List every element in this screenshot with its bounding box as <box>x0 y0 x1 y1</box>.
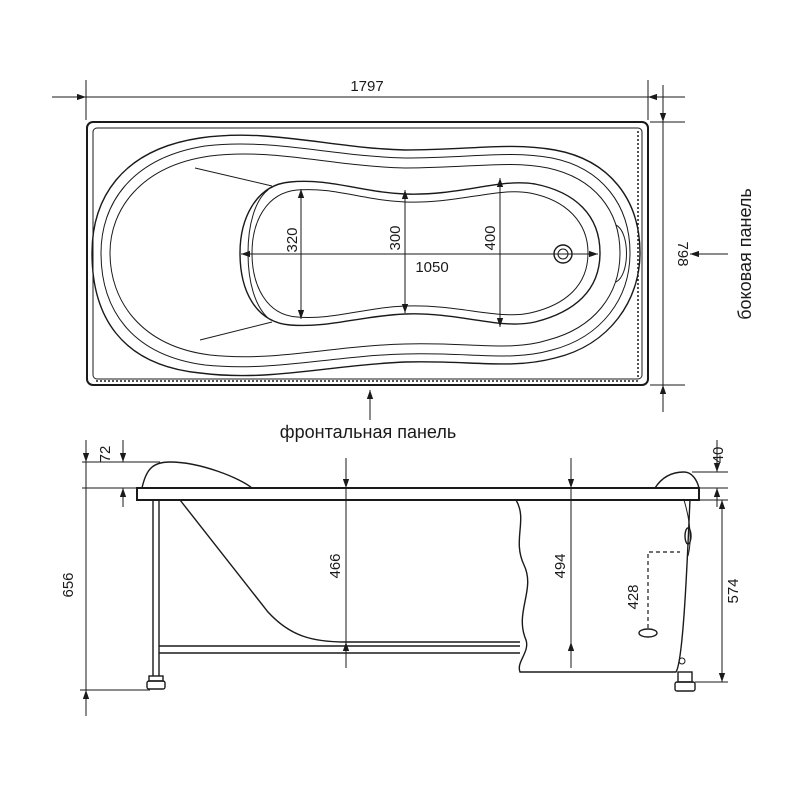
depth-left-dimension: 466 <box>327 458 350 668</box>
front-panel-callout: фронтальная панель <box>280 390 456 442</box>
dim-rim-label: 40 <box>710 447 727 464</box>
tub-outer-rim <box>86 121 649 386</box>
rim-height-dimension: 40 <box>692 440 728 507</box>
dim-depth-left-label: 466 <box>327 553 344 578</box>
front-panel-cutaway <box>515 499 691 673</box>
tub-basin-outer <box>91 134 641 377</box>
headrest-profile <box>141 461 253 489</box>
total-height-dimension: 656 <box>60 440 150 716</box>
right-leg <box>674 671 696 692</box>
dim-width-label: 798 <box>674 241 691 266</box>
top-view: 1797 1050 320 <box>52 78 755 442</box>
side-panel-callout: боковая панель <box>690 188 755 320</box>
length-dimension: 1797 <box>52 78 685 120</box>
width-dimension: 798 <box>650 85 691 412</box>
dim-length-label: 1797 <box>350 78 383 95</box>
tub-rim-side <box>136 487 700 501</box>
middle-width-dimension: 300 <box>387 190 409 313</box>
side-view: 72 656 466 494 428 <box>60 440 742 716</box>
dim-head-label: 320 <box>284 227 301 252</box>
basin-side-profile <box>179 499 520 643</box>
drain-side-icon <box>638 628 658 638</box>
dim-total-height-label: 656 <box>60 572 77 597</box>
tub-basin-floor <box>239 180 601 327</box>
foot-width-dimension: 400 <box>482 178 504 327</box>
dim-middle-label: 300 <box>387 225 404 250</box>
drain-height-dimension: 428 <box>625 551 680 628</box>
front-panel-label: фронтальная панель <box>280 422 456 442</box>
dim-inner-length-label: 1050 <box>415 259 448 276</box>
depth-right-dimension: 494 <box>552 458 575 668</box>
headrest-height-dimension: 72 <box>82 440 160 507</box>
dim-panel-height-label: 574 <box>725 578 742 603</box>
left-leg <box>146 500 166 690</box>
dim-depth-right-label: 494 <box>552 553 569 578</box>
side-panel-label: боковая панель <box>735 188 755 320</box>
head-width-dimension: 320 <box>284 189 305 319</box>
dim-drain-label: 428 <box>625 584 642 609</box>
panel-height-dimension: 574 <box>695 499 742 683</box>
inner-length-dimension: 1050 <box>241 250 598 276</box>
dim-headrest-label: 72 <box>97 446 114 463</box>
dim-foot-label: 400 <box>482 225 499 250</box>
